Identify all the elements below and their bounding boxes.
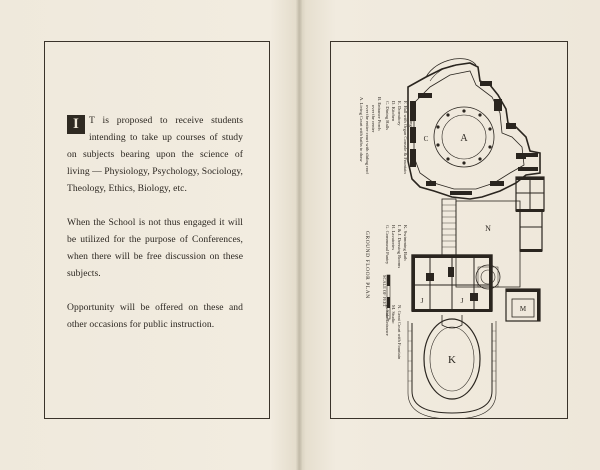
legend-1c: over the center xyxy=(371,105,376,133)
scale-label-text: SCALE OF FEET xyxy=(382,275,387,308)
paragraph-1-text: T is proposed to receive students intend… xyxy=(67,115,243,194)
legend-4b: M. Studio xyxy=(391,305,396,324)
plan-drawing xyxy=(386,58,545,419)
legend-2c: E. Dormitory xyxy=(397,101,402,126)
paragraph-3: Opportunity will be offered on these and… xyxy=(67,302,243,330)
plan-title-text: GROUND FLOOR PLAN xyxy=(364,231,370,299)
legend-3d: K. Swimming Bath xyxy=(403,225,408,261)
ground-floor-plan: A. Living Court with baths to draw over … xyxy=(359,58,545,419)
page-spine xyxy=(296,0,302,470)
legend-3a: G. Communal Pantry xyxy=(385,225,390,265)
plan-title: GROUND FLOOR PLAN xyxy=(364,231,370,299)
room-label-a: A xyxy=(460,133,468,144)
room-label-j-right: J xyxy=(461,297,464,305)
legend-4c: N. Great Court with Fountain xyxy=(397,305,402,360)
legend-3c: I. & J. Dressing Rooms xyxy=(397,225,402,268)
room-label-m: M xyxy=(520,305,527,313)
room-label-k: K xyxy=(448,354,456,366)
legend-col-3: G. Communal Pantry H. Lavatories I. & J.… xyxy=(385,225,408,268)
legend-2d: F. Hall with Organ Console & Fountain xyxy=(403,101,408,174)
room-label-c: C xyxy=(424,135,429,143)
scale-label: SCALE OF FEET xyxy=(382,275,387,308)
legend-1a: A. Living Court with baths to draw xyxy=(359,97,364,162)
dropcap-initial: I xyxy=(67,115,85,134)
paragraph-2: When the School is not thus engaged it w… xyxy=(67,217,243,279)
right-page-border xyxy=(330,41,568,419)
legend-4a: L. Side Entrance xyxy=(385,305,390,336)
left-page-border xyxy=(44,41,270,419)
legend-1d: B. Entrance Porch xyxy=(377,97,382,131)
legend-col-4: L. Side Entrance M. Studio N. Great Cour… xyxy=(385,305,402,360)
legend-col-2: C. Dining Halls D. Kitchen E. Dormitory … xyxy=(385,101,414,174)
legend-3b: H. Lavatories xyxy=(391,225,396,250)
legend-2b: D. Kitchen xyxy=(391,101,396,122)
legend-2a: C. Dining Halls xyxy=(385,101,390,130)
legend-1b: over the entire court with sliding roof xyxy=(365,105,370,174)
room-labels: A C N J J K M xyxy=(421,133,527,366)
room-label-n: N xyxy=(485,224,491,233)
room-label-j-left: J xyxy=(421,297,424,305)
legend-col-1: A. Living Court with baths to draw over … xyxy=(359,97,382,174)
